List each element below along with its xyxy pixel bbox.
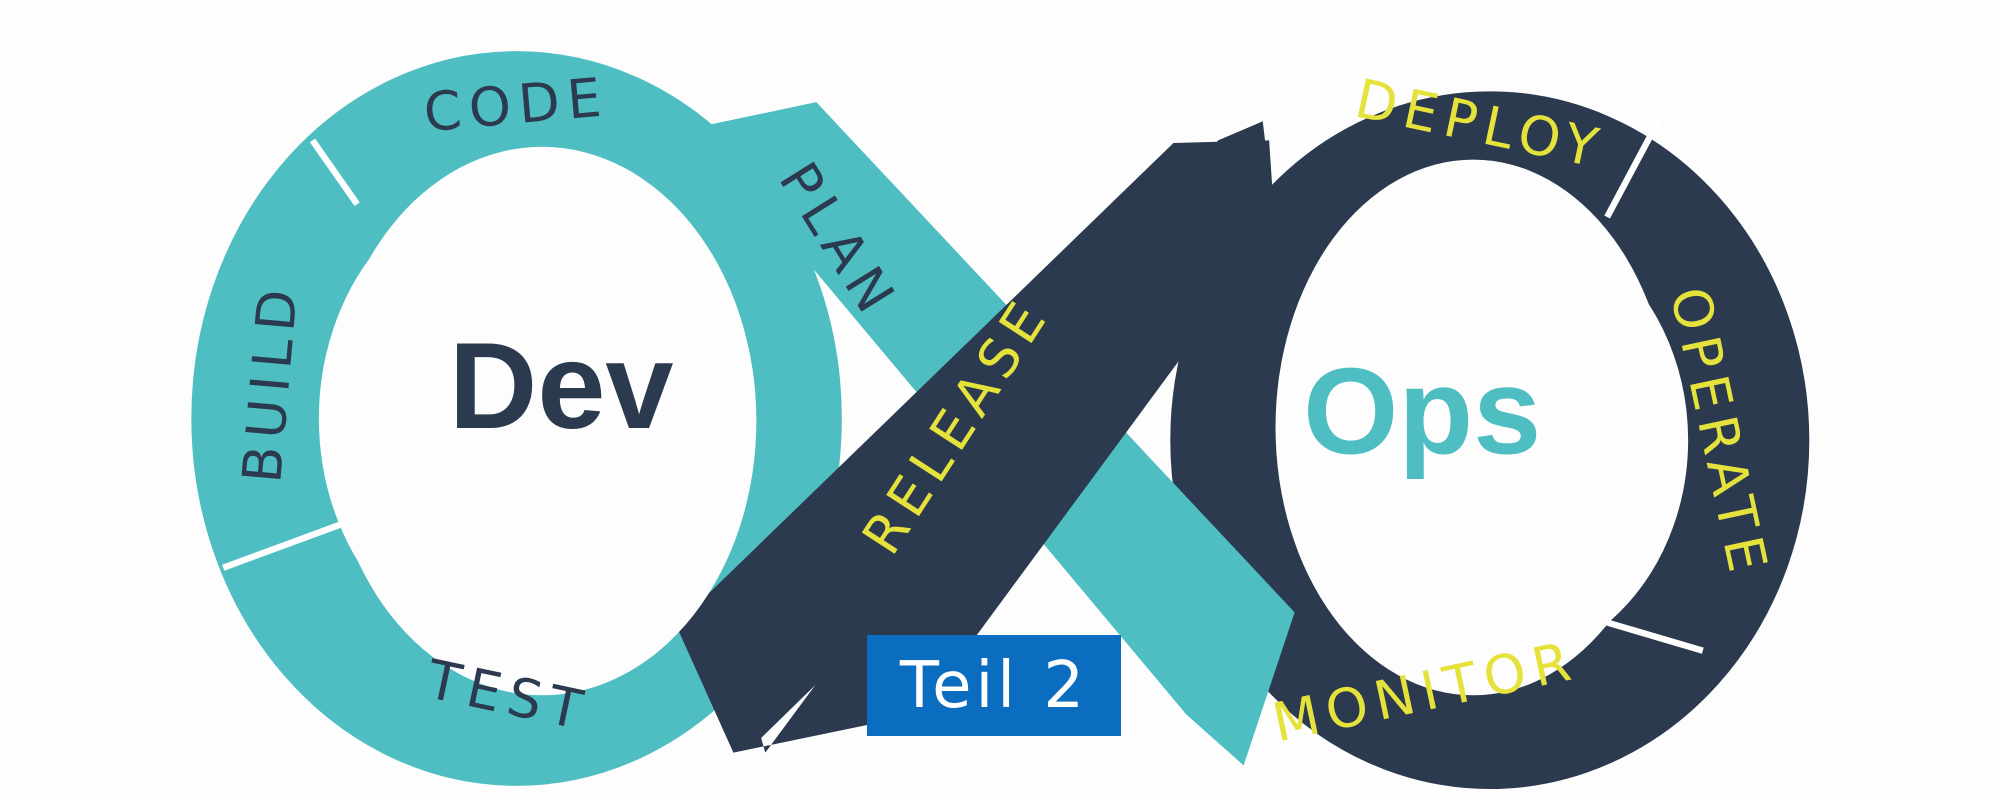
segment-divider [1604, 119, 1661, 219]
dev-loop-ring [191, 51, 842, 786]
segment-divider [1593, 615, 1704, 654]
release-band-core [676, 140, 1276, 747]
segment-divider [222, 520, 346, 571]
segment-divider [309, 138, 360, 207]
ops-loop-ring [1170, 91, 1810, 790]
dev-loop-hole [327, 146, 757, 696]
ops-title: Ops [1303, 342, 1541, 479]
part-badge: Teil 2 [867, 635, 1121, 736]
ops-loop-hole [1275, 159, 1671, 696]
dev-title: Dev [449, 317, 674, 454]
